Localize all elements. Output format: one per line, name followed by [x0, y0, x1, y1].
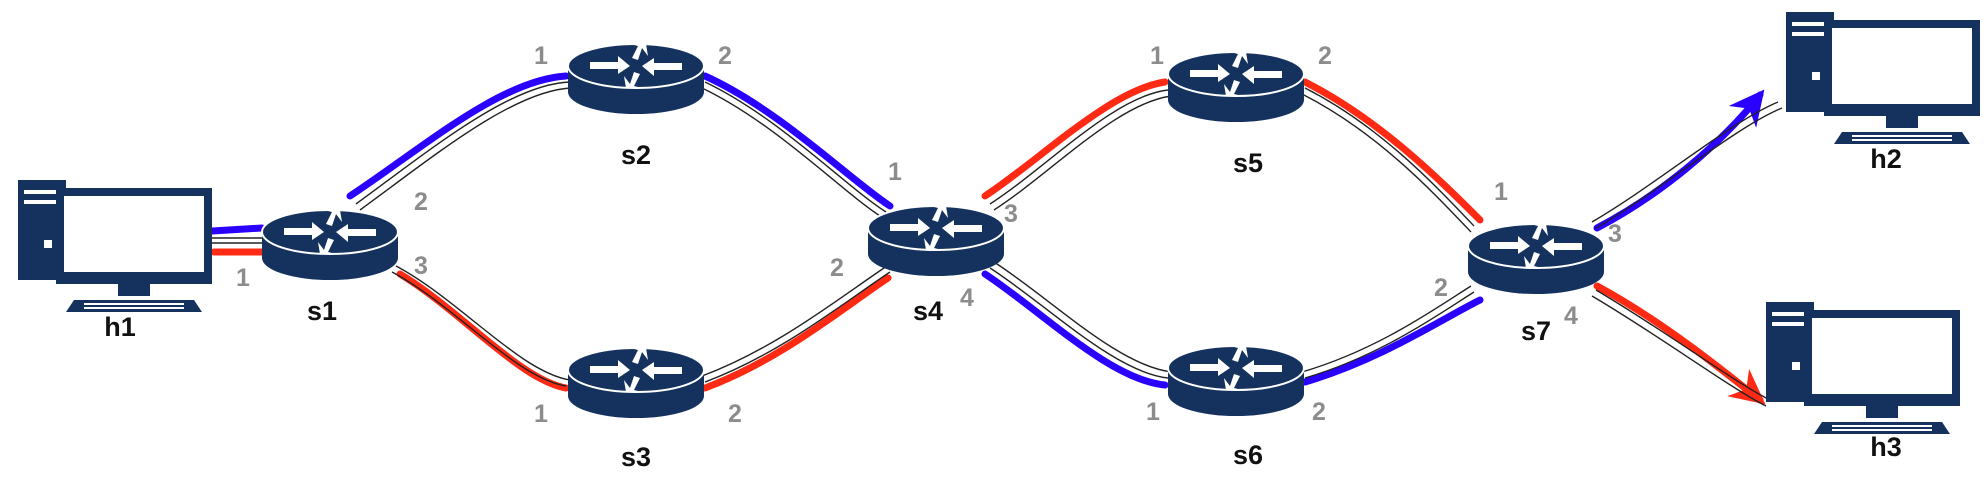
port-label-s5-2: 2 — [1318, 42, 1332, 70]
link-s2-s4 — [701, 81, 887, 219]
link-s3-s4 — [701, 265, 891, 383]
port-label-s1-2: 2 — [414, 188, 428, 216]
host-h1 — [18, 180, 212, 312]
computer-icon — [18, 180, 212, 312]
port-label-s1-1: 1 — [236, 264, 250, 292]
blue-path-s2-s4 — [701, 72, 894, 210]
port-label-s7-2: 2 — [1434, 274, 1448, 302]
node-label-s4: s4 — [913, 296, 943, 326]
link-s1-s3 — [391, 265, 571, 387]
switch-s4 — [867, 205, 1005, 276]
port-label-s3-2: 2 — [728, 400, 742, 428]
host-h2 — [1786, 12, 1980, 144]
router-icon — [567, 43, 705, 114]
link-s4-s5 — [989, 89, 1173, 211]
node-label-s2: s2 — [621, 140, 651, 170]
port-label-s7-3: 3 — [1608, 220, 1622, 248]
node-label-h1: h1 — [104, 312, 136, 342]
router-icon — [567, 347, 705, 418]
port-label-s4-1: 1 — [888, 158, 902, 186]
switch-s1 — [261, 209, 399, 280]
router-icon — [1467, 223, 1605, 294]
link-s6-s7 — [1301, 285, 1475, 379]
port-label-s4-2: 2 — [830, 254, 844, 282]
blue-path-s7-h2 — [1593, 89, 1765, 232]
port-label-s2-2: 2 — [718, 42, 732, 70]
port-label-s7-4: 4 — [1564, 302, 1578, 330]
router-icon — [261, 209, 399, 280]
switch-s6 — [1167, 345, 1305, 416]
switch-s5 — [1167, 51, 1305, 122]
node-label-s7: s7 — [1521, 316, 1551, 346]
node-label-s1: s1 — [307, 296, 337, 326]
port-labels: 1 2 3 1 2 1 2 1 2 3 4 1 2 1 2 1 2 3 4 — [236, 42, 1622, 428]
node-label-s6: s6 — [1233, 440, 1263, 470]
host-h3 — [1766, 302, 1960, 434]
computer-icon — [1786, 12, 1980, 144]
red-path-s4-s5 — [981, 78, 1169, 200]
node-label-h2: h2 — [1870, 144, 1902, 174]
port-label-s6-2: 2 — [1312, 398, 1326, 426]
flow-path-red — [210, 78, 1766, 405]
port-label-s2-1: 1 — [534, 42, 548, 70]
node-label-s3: s3 — [621, 442, 651, 472]
link-s7-h3 — [1591, 289, 1771, 407]
node-label-s5: s5 — [1233, 148, 1263, 178]
port-label-s5-1: 1 — [1150, 42, 1164, 70]
port-label-s1-3: 3 — [414, 252, 428, 280]
red-path-s3-s4 — [701, 274, 892, 392]
blue-path-s6-s7 — [1301, 296, 1484, 386]
switch-s2 — [567, 43, 705, 114]
port-label-s4-4: 4 — [960, 284, 974, 312]
node-label-h3: h3 — [1870, 432, 1902, 462]
link-s5-s7 — [1301, 87, 1475, 233]
blue-path-s1-s2 — [346, 72, 570, 200]
port-label-s6-1: 1 — [1146, 398, 1160, 426]
port-label-s7-1: 1 — [1494, 178, 1508, 206]
link-s1-s2 — [355, 81, 573, 211]
switch-s3 — [567, 347, 705, 418]
switch-s7 — [1467, 223, 1605, 294]
link-s4-s6 — [989, 261, 1173, 379]
blue-path-s4-s6 — [981, 270, 1169, 389]
red-path-s1-s3 — [396, 270, 570, 392]
port-label-s3-1: 1 — [534, 400, 548, 428]
links — [195, 81, 1783, 407]
computer-icon — [1766, 302, 1960, 434]
router-icon — [1167, 51, 1305, 122]
link-s7-h2 — [1591, 101, 1783, 229]
red-path-s7-h3 — [1593, 282, 1766, 405]
red-path-s5-s7 — [1301, 78, 1484, 224]
port-label-s4-3: 3 — [1004, 200, 1018, 228]
router-icon — [1167, 345, 1305, 416]
router-icon — [867, 205, 1005, 276]
